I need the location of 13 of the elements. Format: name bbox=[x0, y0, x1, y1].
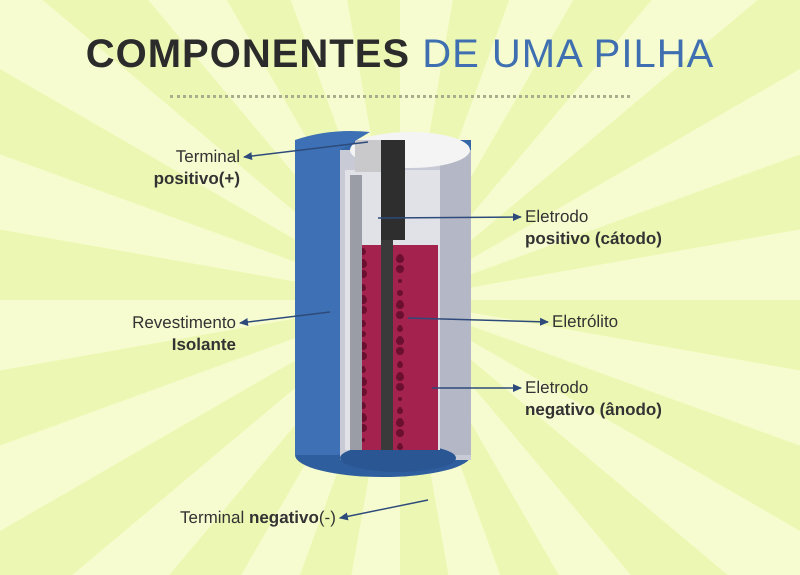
leader-line bbox=[378, 213, 522, 222]
leader-line bbox=[432, 384, 522, 392]
leader-line bbox=[239, 311, 330, 326]
part-label: Eletrólito bbox=[552, 311, 618, 333]
part-label: Revestimento Isolante bbox=[132, 312, 236, 356]
part-label: Terminal negativo(-) bbox=[180, 507, 336, 529]
title: COMPONENTES DE UMA PILHA bbox=[86, 31, 714, 78]
leader-line bbox=[338, 499, 428, 520]
part-label: Terminal positivo(+) bbox=[154, 146, 240, 190]
part-label: Eletrodo positivo (cátodo) bbox=[525, 206, 662, 250]
leader-line bbox=[243, 141, 368, 160]
leader-line bbox=[408, 317, 549, 326]
part-label: Eletrodo negativo (ânodo) bbox=[525, 377, 662, 421]
